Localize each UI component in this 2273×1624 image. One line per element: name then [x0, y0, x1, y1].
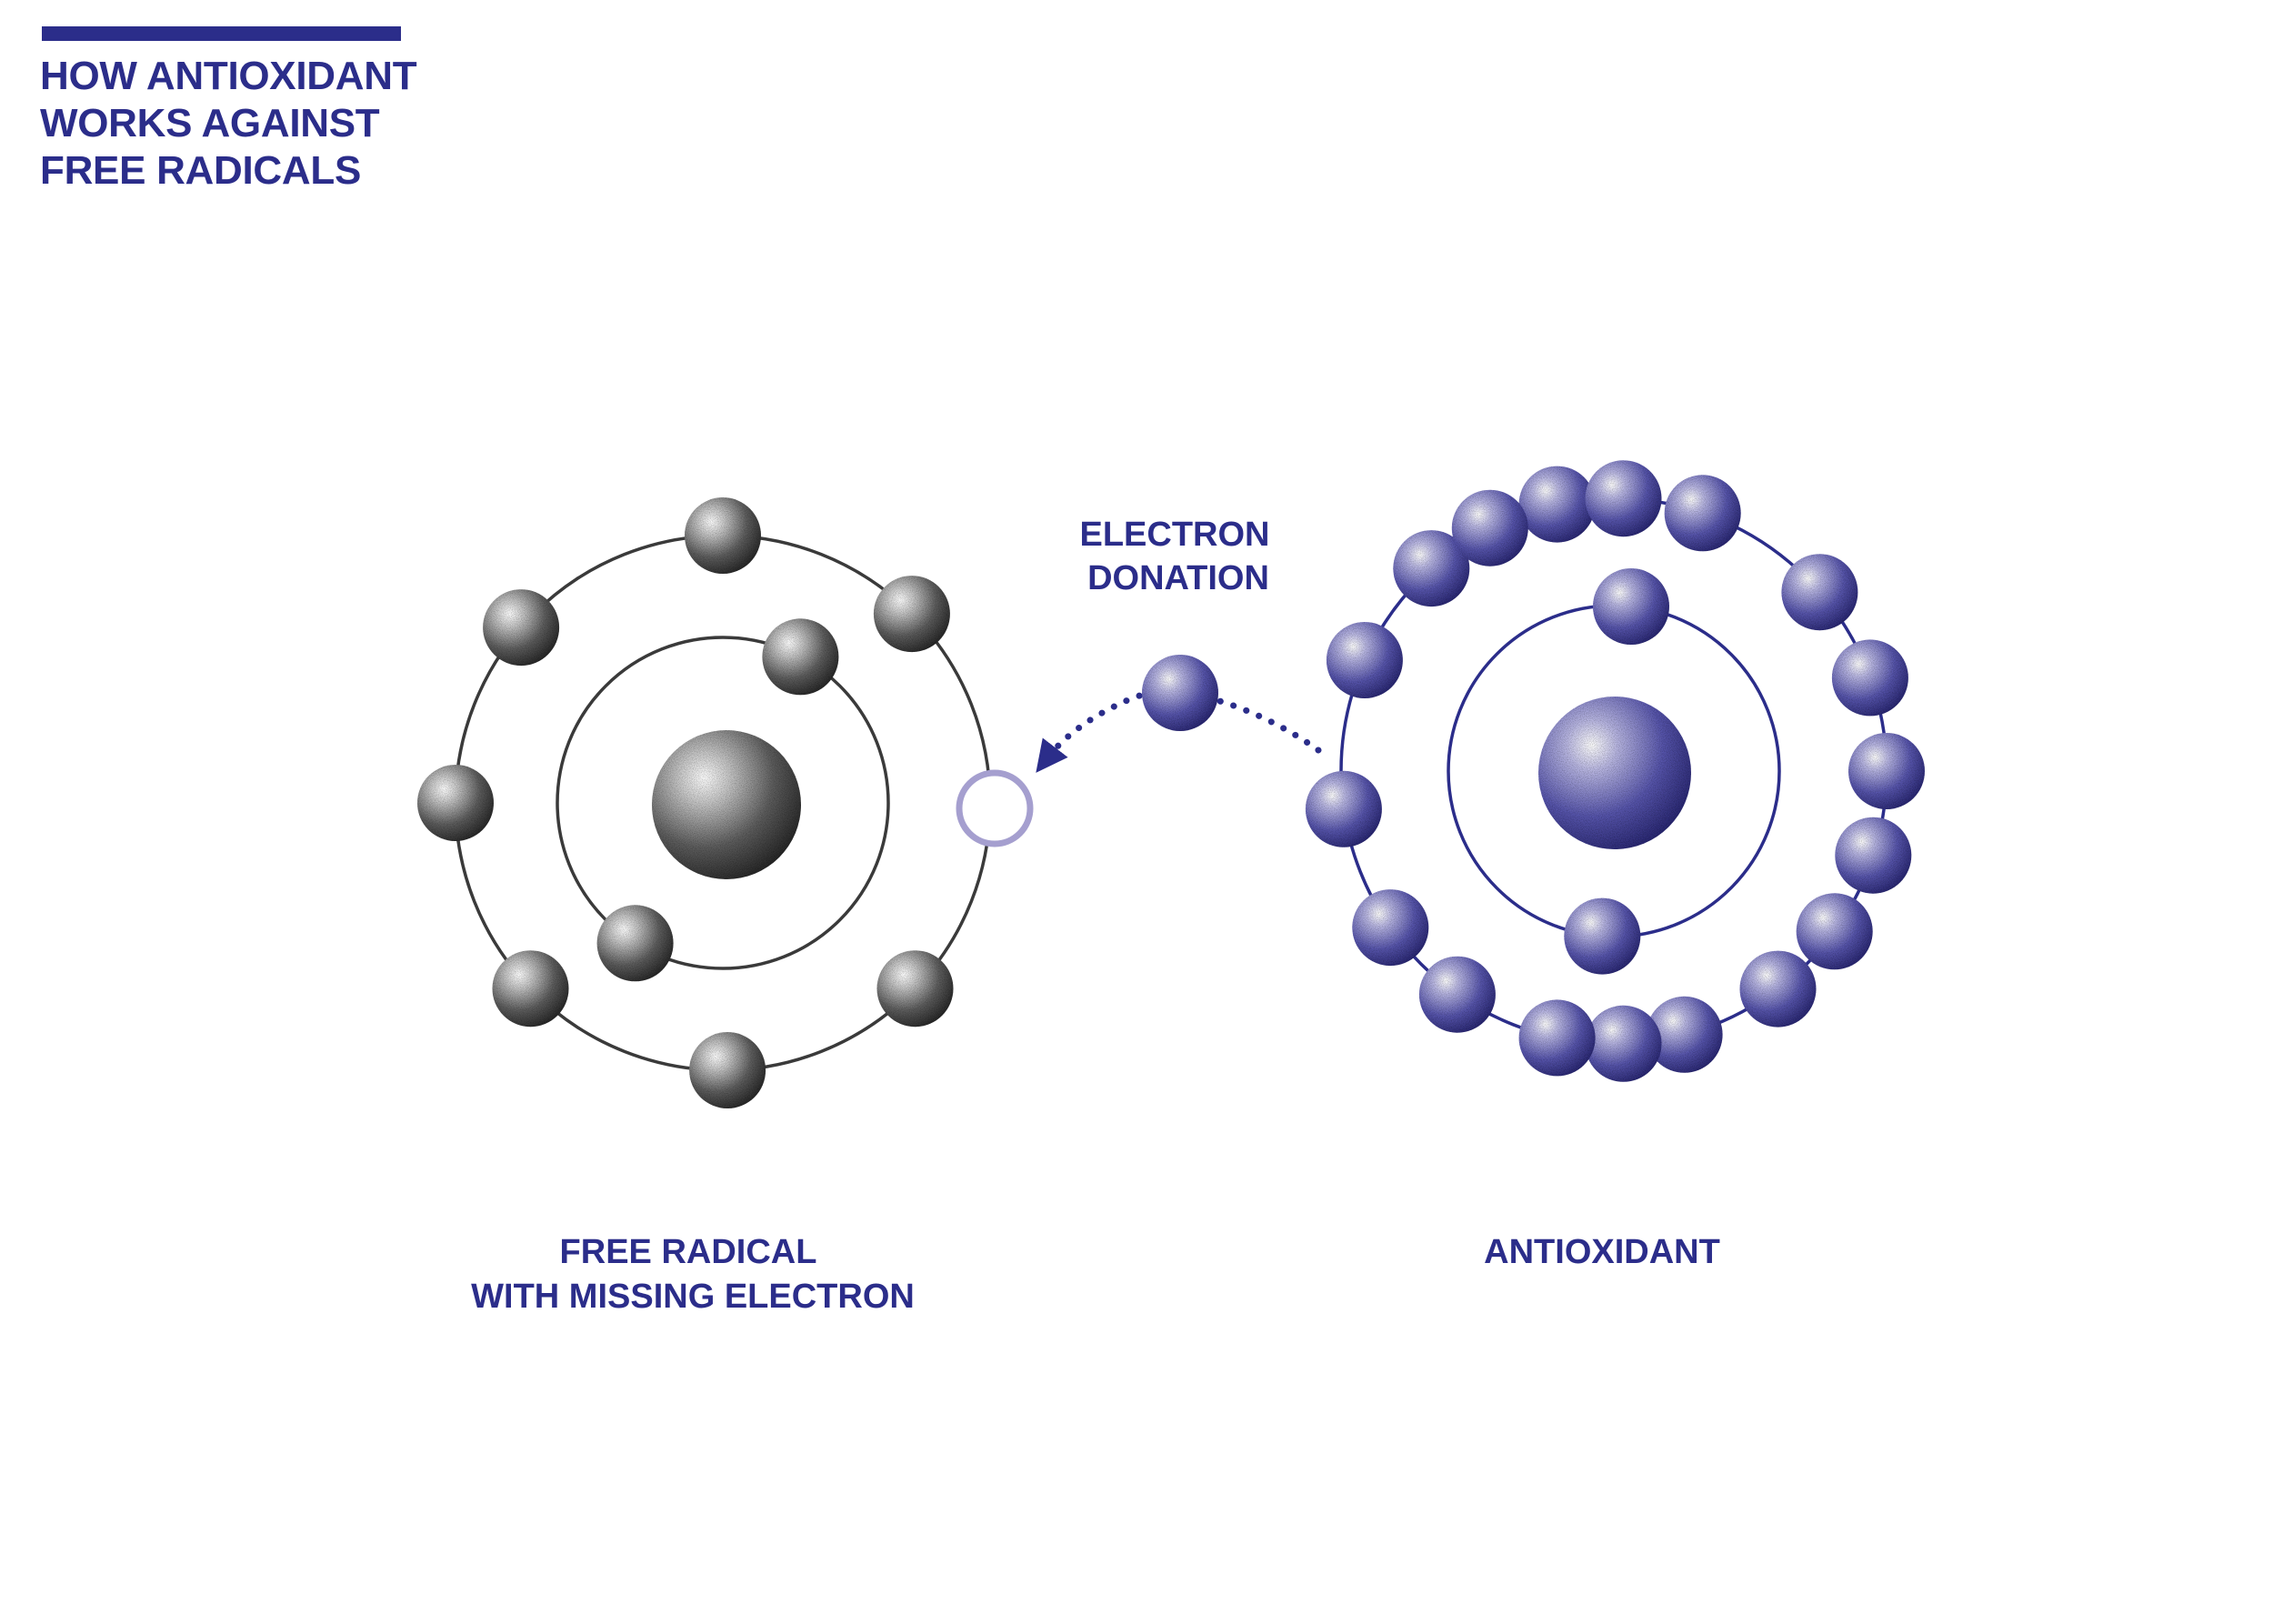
electron — [1586, 1006, 1662, 1082]
electron — [1835, 817, 1911, 894]
electron — [493, 950, 569, 1027]
electron — [1452, 490, 1528, 566]
electron — [1306, 771, 1382, 847]
free-radical-caption-line: WITH MISSING ELECTRON — [471, 1278, 915, 1316]
electron — [1564, 898, 1640, 975]
electron — [1832, 639, 1908, 716]
free-radical-caption-line: FREE RADICAL — [560, 1233, 817, 1271]
antioxidant-atom — [1306, 460, 1925, 1082]
electron — [1848, 733, 1925, 809]
electron — [1519, 466, 1596, 543]
electron — [874, 576, 950, 652]
electron — [1740, 951, 1817, 1028]
donation-label-line: DONATION — [1087, 559, 1269, 597]
antioxidant-caption: ANTIOXIDANT — [1484, 1233, 1720, 1271]
electron — [1519, 999, 1596, 1076]
electron — [483, 589, 559, 666]
electron — [762, 618, 838, 695]
electron — [1797, 893, 1873, 969]
electron — [877, 950, 954, 1027]
electron — [1593, 568, 1669, 645]
free-radical-atom — [417, 497, 1030, 1108]
free-radical-nucleus — [652, 730, 801, 879]
donation-label-line: ELECTRON — [1080, 516, 1270, 554]
electron — [689, 1032, 766, 1108]
electron — [1327, 622, 1403, 698]
missing-electron-ring — [959, 773, 1030, 844]
electron — [1781, 554, 1857, 630]
electron — [417, 765, 494, 841]
electron — [1419, 957, 1496, 1033]
antioxidant-nucleus — [1538, 697, 1691, 849]
electron — [597, 905, 674, 981]
electron — [1586, 460, 1662, 536]
electron — [1665, 475, 1741, 551]
electron — [1352, 889, 1428, 966]
donated-electron — [1142, 655, 1218, 731]
electron-donation: ELECTRON DONATION — [1046, 516, 1318, 760]
electron — [685, 497, 761, 574]
